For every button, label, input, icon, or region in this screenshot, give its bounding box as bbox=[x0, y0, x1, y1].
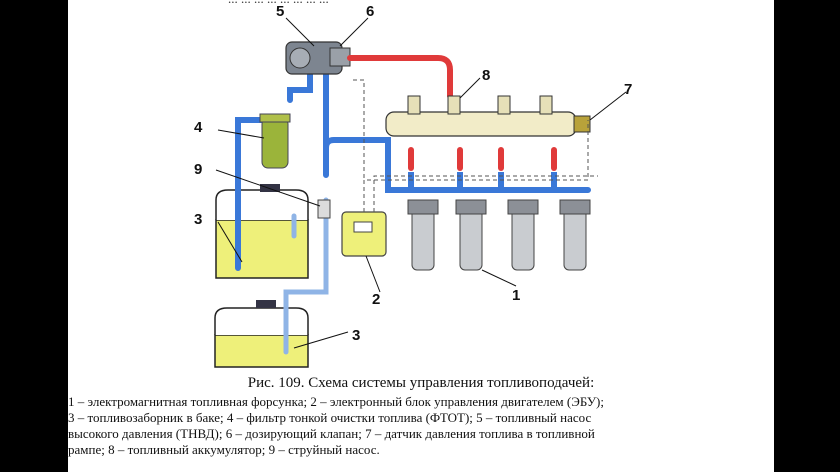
injector-1 bbox=[407, 199, 439, 271]
callout-2: 2 bbox=[372, 291, 380, 308]
leader-lines bbox=[215, 17, 627, 349]
lower-fuel-tank bbox=[214, 300, 309, 368]
high-pressure-pump bbox=[285, 41, 351, 75]
callout-9: 9 bbox=[194, 161, 202, 178]
injector-4 bbox=[559, 199, 591, 271]
document-page: ... ... ... ... ... ... ... ... bbox=[68, 0, 774, 472]
fuel-system-diagram: 5 6 8 7 4 9 3 3 2 1 bbox=[194, 3, 632, 368]
fuel-filter bbox=[259, 113, 291, 169]
high-pressure-lines bbox=[347, 55, 557, 171]
callout-5: 5 bbox=[276, 3, 284, 20]
legend-line: высокого давления (ТНВД); 6 – дозирующий… bbox=[68, 426, 595, 441]
injector-3 bbox=[507, 199, 539, 271]
legend-line: 3 – топливозаборник в баке; 4 – фильтр т… bbox=[68, 410, 592, 425]
callout-4: 4 bbox=[194, 119, 203, 136]
ecu-unit bbox=[341, 211, 387, 257]
control-wires bbox=[350, 79, 598, 212]
legend-line: рампе; 8 – топливный аккумулятор; 9 – ст… bbox=[68, 442, 380, 457]
return-lines bbox=[283, 197, 329, 355]
callout-6: 6 bbox=[366, 3, 374, 20]
legend-line: 1 – электромагнитная топливная форсунка;… bbox=[68, 394, 604, 409]
injector-return-lines bbox=[408, 172, 557, 190]
figure-caption: Рис. 109. Схема системы управления топли… bbox=[247, 375, 595, 391]
callout-3-upper: 3 bbox=[194, 211, 202, 228]
injectors bbox=[407, 199, 591, 271]
callout-3-lower: 3 bbox=[352, 327, 360, 344]
rail-pressure-sensor bbox=[573, 115, 591, 133]
injector-2 bbox=[455, 199, 487, 271]
low-pressure-lines bbox=[235, 69, 591, 271]
figure-legend: 1 – электромагнитная топливная форсунка;… bbox=[68, 394, 774, 458]
fuel-rail-accumulator bbox=[385, 95, 577, 137]
callout-7: 7 bbox=[624, 81, 632, 98]
top-text-fragment: ... ... ... ... ... ... ... ... bbox=[228, 0, 329, 7]
callout-8: 8 bbox=[482, 67, 490, 84]
jet-pump bbox=[317, 199, 331, 219]
callout-1: 1 bbox=[512, 287, 520, 304]
